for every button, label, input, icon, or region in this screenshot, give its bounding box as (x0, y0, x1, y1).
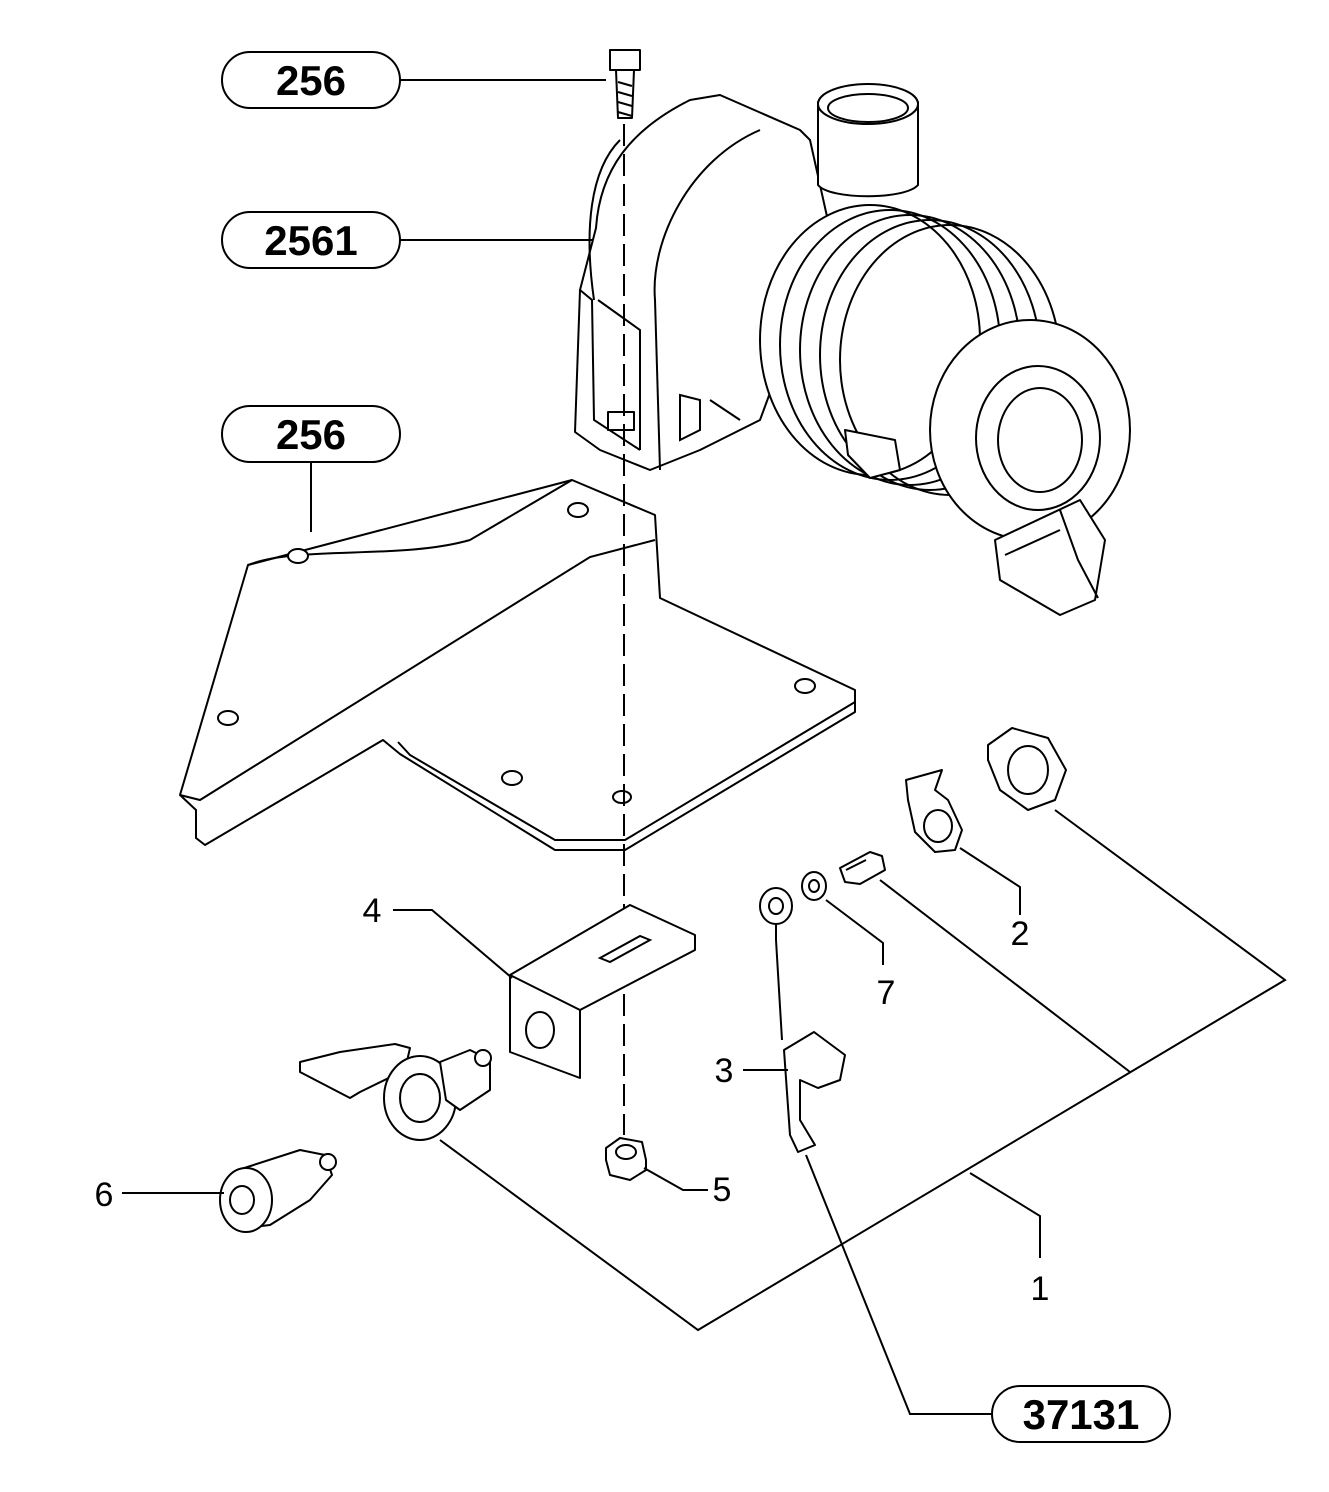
restriction-indicator (219, 1149, 337, 1233)
reference-pill-label: 256 (276, 57, 346, 104)
mount-hole (217, 710, 239, 726)
mounting-plate (179, 479, 856, 851)
reference-pill-2561[interactable]: 2561 (221, 211, 401, 269)
canister-clip (844, 429, 901, 479)
washer-7 (801, 871, 827, 901)
leader-line-7 (825, 899, 884, 965)
leader-line-37131 (805, 1154, 992, 1415)
wire-harness (759, 887, 846, 1153)
bracket-hole (525, 1011, 555, 1049)
callout-5[interactable]: 5 (713, 1171, 732, 1209)
reference-pill-label: 37131 (1023, 1391, 1140, 1438)
leader-line-2 (959, 847, 1021, 915)
callout-4[interactable]: 4 (363, 892, 382, 930)
inlet-tube (817, 101, 919, 198)
locking-plate-2 (905, 769, 963, 853)
callout-7[interactable]: 7 (877, 974, 896, 1012)
outlet-opening (997, 387, 1083, 493)
inlet-opening (817, 83, 919, 125)
leader-line-1 (969, 1172, 1041, 1258)
kit-outline-inner (879, 879, 1131, 1073)
leader-line-4 (393, 909, 513, 979)
callout-3[interactable]: 3 (715, 1052, 734, 1090)
hex-nut (987, 727, 1067, 811)
mount-slot (607, 411, 635, 431)
mount-hole (287, 548, 309, 564)
callout-6[interactable]: 6 (95, 1176, 114, 1214)
mount-hole (794, 678, 816, 694)
kit-outline (439, 809, 1287, 1332)
screw (839, 851, 886, 885)
callout-2[interactable]: 2 (1011, 915, 1030, 953)
mount-hole (612, 790, 632, 804)
sensor-bracket (509, 904, 696, 1079)
restriction-switch (299, 1043, 492, 1141)
plate-body (179, 479, 856, 851)
reference-pill-256-mid[interactable]: 256 (221, 405, 401, 463)
nut-5 (605, 1137, 647, 1181)
bracket-body (509, 904, 696, 1079)
reference-pill-37131[interactable]: 37131 (991, 1385, 1171, 1443)
terminal-boot (783, 1031, 846, 1153)
leader-line-5 (643, 1167, 708, 1191)
callout-1[interactable]: 1 (1031, 1270, 1050, 1308)
reference-pill-label: 2561 (264, 217, 357, 264)
air-filter-assembly (574, 83, 1131, 616)
mount-hole (501, 770, 523, 786)
reference-pill-label: 256 (276, 411, 346, 458)
bolt-top (609, 49, 641, 119)
dust-valve (994, 499, 1106, 616)
reference-pill-256-top[interactable]: 256 (221, 51, 401, 109)
mount-hole (567, 502, 589, 518)
